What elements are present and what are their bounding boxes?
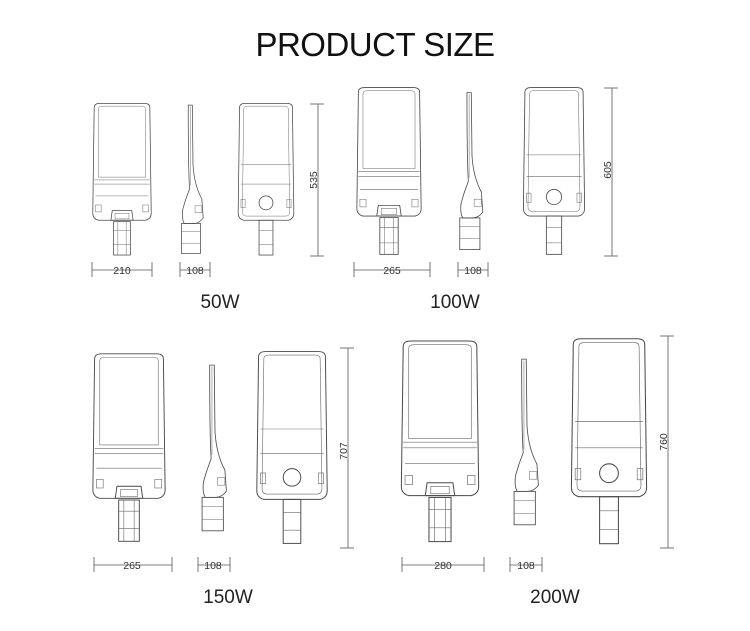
depth-label-150w: 108: [204, 560, 222, 572]
watt-label-150w: 150W: [203, 587, 253, 608]
depth-label-50w: 108: [186, 265, 204, 277]
depth-label-100w: 108: [464, 265, 482, 277]
side-view-200w: [513, 358, 539, 526]
back-view-200w: [570, 338, 648, 545]
back-view-50w: [237, 102, 295, 256]
watt-label-100w: 100W: [430, 292, 480, 313]
side-view-100w: [459, 92, 484, 251]
side-view-50w: [181, 104, 204, 254]
back-view-100w: [522, 87, 586, 255]
watt-label-50w: 50W: [200, 292, 239, 313]
product-100w: 265 108 605 100W: [353, 87, 618, 313]
back-view-150w: [256, 351, 328, 544]
length-label-150w: 707: [338, 442, 350, 460]
width-label-50w: 210: [113, 265, 131, 277]
front-view-100w: [356, 87, 422, 255]
page-title: PRODUCT SIZE: [255, 26, 495, 63]
front-view-200w: [400, 340, 480, 543]
length-label-100w: 605: [602, 161, 614, 179]
length-label-200w: 760: [658, 433, 670, 451]
side-view-150w: [201, 364, 227, 532]
product-150w: 265 108 707 150W: [92, 347, 354, 608]
front-view-150w: [92, 353, 166, 542]
width-label-100w: 265: [383, 265, 401, 277]
length-label-50w: 535: [308, 171, 320, 189]
product-50w: 210 108 535 50W: [91, 102, 324, 313]
width-label-200w: 280: [434, 560, 452, 572]
front-view-50w: [92, 102, 152, 256]
product-200w: 280 108 760 200W: [400, 335, 674, 608]
watt-label-200w: 200W: [530, 587, 580, 608]
depth-label-200w: 108: [517, 560, 535, 572]
width-label-150w: 265: [123, 560, 141, 572]
